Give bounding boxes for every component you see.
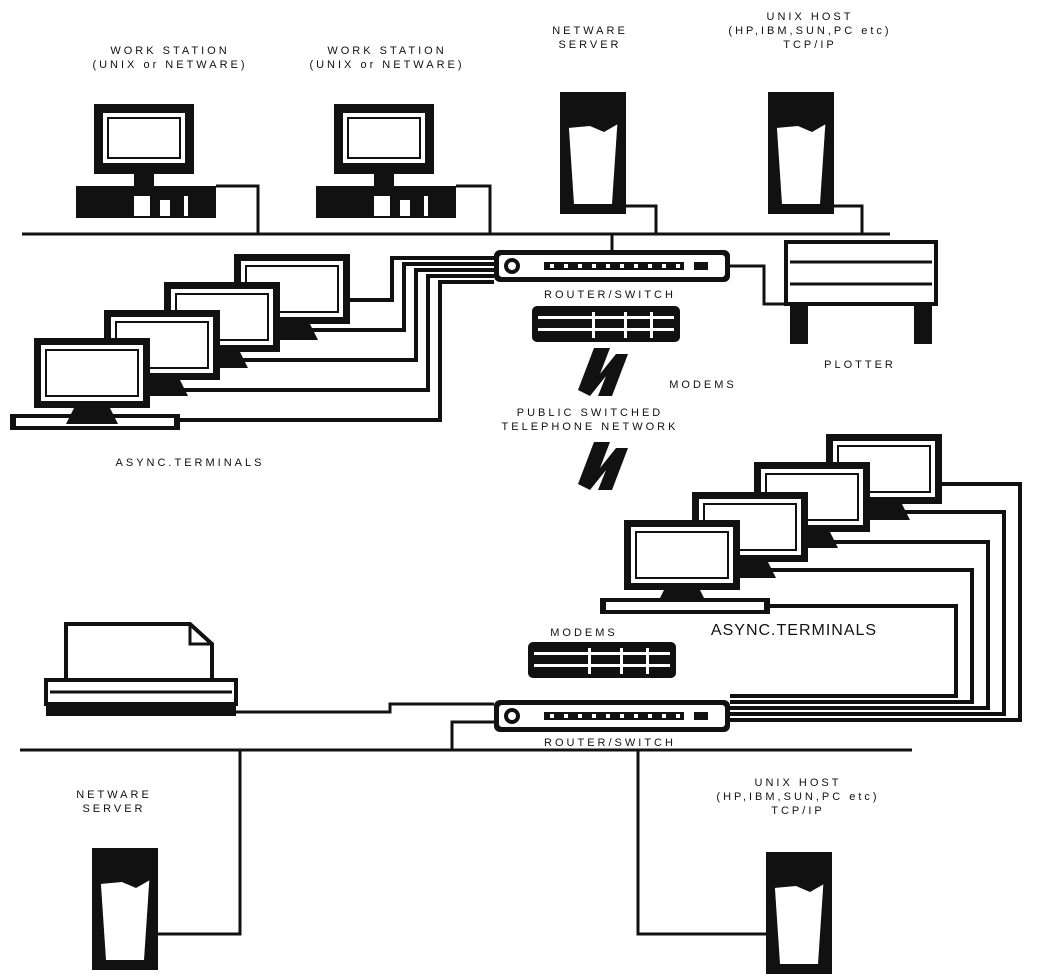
server-tower-icon	[766, 852, 832, 974]
cable	[730, 266, 790, 304]
label-line: UNIX HOST	[688, 776, 908, 790]
workstation-label: WORK STATION (UNIX or NETWARE)	[282, 44, 492, 72]
workstation-icon	[76, 104, 216, 218]
label-line: TCP/IP	[700, 38, 920, 52]
label-line: SERVER	[44, 802, 184, 816]
label-line: SERVER	[520, 38, 660, 52]
workstation-icon	[316, 104, 456, 218]
label-line: UNIX HOST	[700, 10, 920, 24]
label-line: PUBLIC SWITCHED	[440, 406, 740, 420]
server-tower-icon	[92, 848, 158, 970]
pstn-label: PUBLIC SWITCHED TELEPHONE NETWORK	[440, 406, 740, 434]
router-switch-label: ROUTER/SWITCH	[490, 288, 730, 302]
modem-rack-icon	[532, 306, 680, 342]
plotter-icon	[786, 242, 936, 344]
cable	[216, 186, 258, 234]
unix-host-label: UNIX HOST (HP,IBM,SUN,PC etc) TCP/IP	[688, 776, 908, 818]
async-terminals-label: ASYNC.TERMINALS	[70, 456, 310, 470]
label-line: NETWARE	[520, 24, 660, 38]
label-line: (UNIX or NETWARE)	[282, 58, 492, 72]
router-switch-label: ROUTER/SWITCH	[490, 736, 730, 750]
unix-host-label: UNIX HOST (HP,IBM,SUN,PC etc) TCP/IP	[700, 10, 920, 52]
cable	[236, 704, 494, 712]
label-line: TELEPHONE NETWORK	[440, 420, 740, 434]
cable	[626, 206, 656, 234]
cable	[452, 722, 494, 750]
label-line: NETWARE	[44, 788, 184, 802]
telephone-link-icon	[578, 348, 628, 396]
async-terminal-icon	[34, 338, 150, 424]
printer-icon	[46, 624, 236, 716]
label-line: (HP,IBM,SUN,PC etc)	[688, 790, 908, 804]
workstation-label: WORK STATION (UNIX or NETWARE)	[70, 44, 270, 72]
terminal-base	[600, 598, 770, 614]
label-line: TCP/IP	[688, 804, 908, 818]
modems-label: MODEMS	[638, 378, 768, 392]
netware-server-label: NETWARE SERVER	[44, 788, 184, 816]
server-tower-icon	[768, 92, 834, 214]
cable	[158, 750, 240, 934]
modem-rack-icon	[528, 642, 676, 678]
cable	[834, 206, 862, 234]
router-switch-icon	[494, 250, 730, 282]
netware-server-label: NETWARE SERVER	[520, 24, 660, 52]
label-line: WORK STATION	[70, 44, 270, 58]
async-terminal-icon	[624, 520, 740, 606]
router-switch-icon	[494, 700, 730, 732]
plotter-label: PLOTTER	[790, 358, 930, 372]
label-line: (HP,IBM,SUN,PC etc)	[700, 24, 920, 38]
async-terminals-label: ASYNC.TERMINALS	[684, 624, 904, 638]
label-line: WORK STATION	[282, 44, 492, 58]
telephone-link-icon	[578, 442, 628, 490]
server-tower-icon	[560, 92, 626, 214]
cable	[456, 186, 490, 234]
modems-label: MODEMS	[514, 626, 654, 640]
label-line: (UNIX or NETWARE)	[70, 58, 270, 72]
